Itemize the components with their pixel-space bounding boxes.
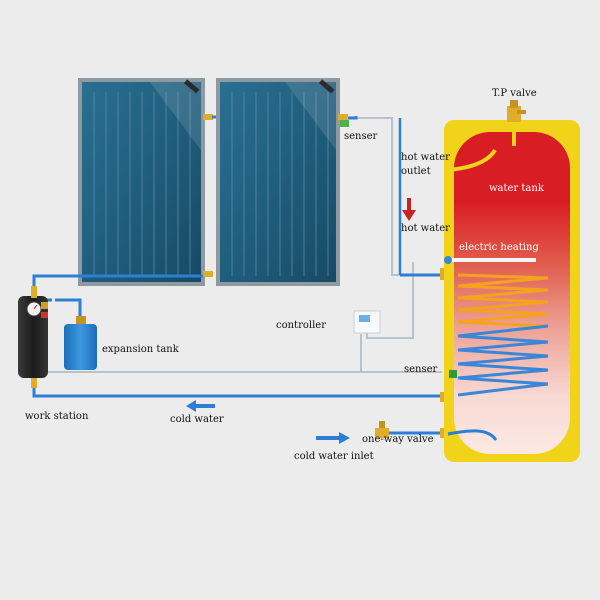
expansion-tank [64, 316, 97, 370]
water-tank-label: water tank [489, 183, 545, 194]
hot-water-outlet-label-2: outlet [401, 166, 431, 177]
cold-water-inlet-label: cold water inlet [294, 451, 374, 462]
electric-heating-label: electric heating [459, 242, 539, 253]
panel-left-fitting-top [203, 114, 213, 120]
solar-panel-left [78, 78, 205, 286]
hot-water-arrow [402, 198, 416, 221]
panel-right-fitting-top [338, 114, 348, 120]
controller-label: controller [276, 320, 326, 331]
cold-water-inlet-arrow [316, 432, 350, 444]
water-tank [444, 120, 580, 462]
tp-valve [507, 100, 526, 146]
senser-top-label: senser [344, 131, 378, 142]
senser-bottom-label: senser [404, 364, 438, 375]
solar-panel-right [216, 78, 340, 286]
panel-left-fitting-bottom [203, 271, 213, 277]
work-station [18, 286, 48, 388]
work-station-label: work station [25, 411, 89, 422]
cold-water-arrow [186, 400, 215, 412]
cold-water-label: cold water [170, 414, 224, 425]
hot-water-outlet-label-1: hot water [401, 152, 450, 163]
expansion-tank-label: expansion tank [102, 344, 180, 355]
one-way-valve-label: one-way valve [362, 434, 434, 445]
hot-water-label: hot water [401, 223, 450, 234]
one-way-valve [375, 421, 389, 438]
controller [353, 310, 381, 334]
tp-valve-label: T.P valve [492, 88, 537, 99]
collector-sensor [340, 120, 349, 127]
